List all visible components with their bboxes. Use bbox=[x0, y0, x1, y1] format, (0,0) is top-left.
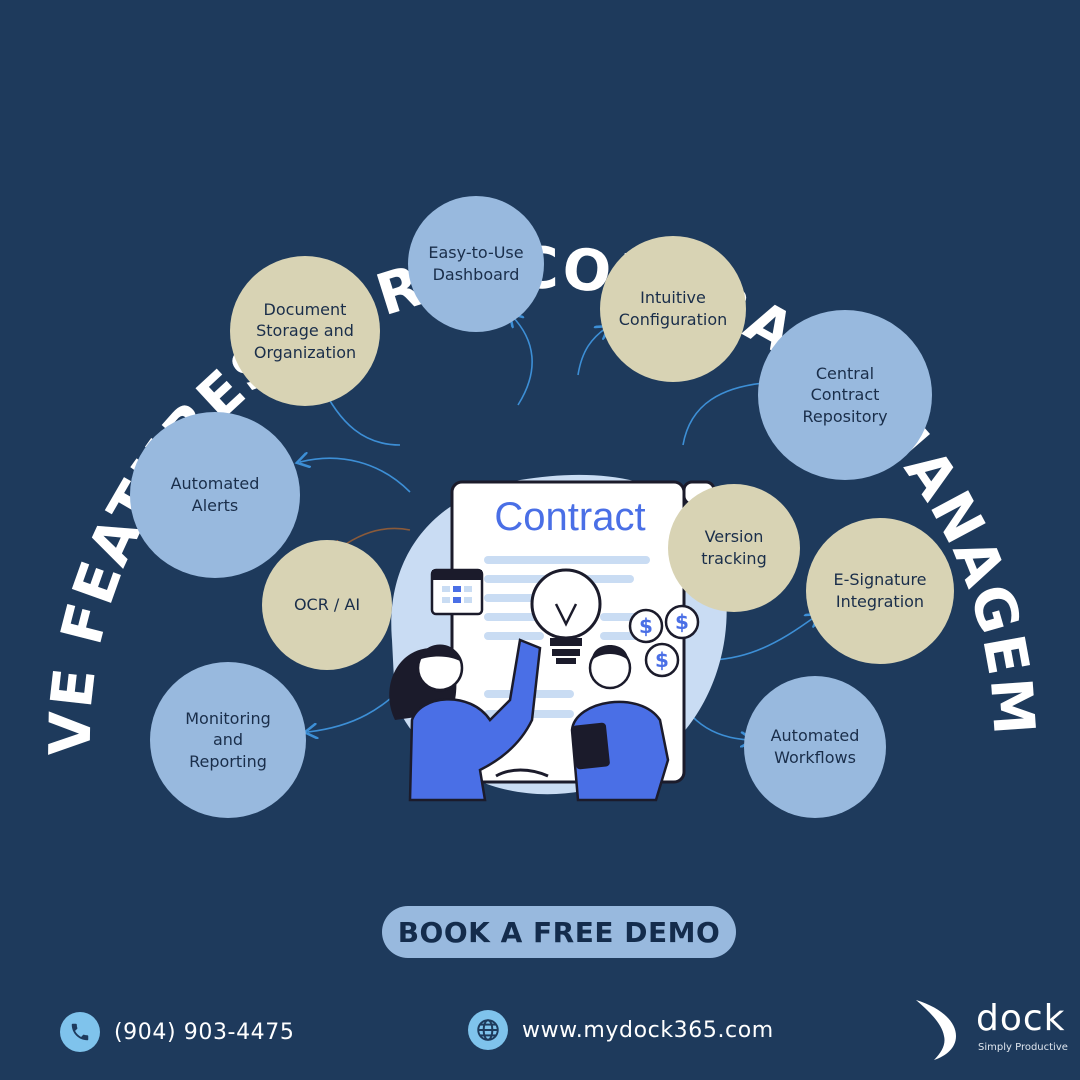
arrow-alerts bbox=[300, 458, 411, 493]
arrow-dashboard bbox=[512, 316, 533, 406]
feature-version-tracking: Version tracking bbox=[668, 484, 800, 612]
globe-icon bbox=[468, 1010, 508, 1050]
feature-label: Monitoring and Reporting bbox=[185, 708, 271, 771]
feature-label: OCR / AI bbox=[293, 595, 361, 615]
coin-icons: $ $ $ bbox=[628, 604, 700, 678]
feature-label: Intuitive Configuration bbox=[618, 288, 728, 329]
feature-label: E-Signature Integration bbox=[833, 570, 927, 611]
feature-label: Easy-to-Use Dashboard bbox=[428, 243, 524, 284]
lightbulb-icon bbox=[530, 568, 602, 664]
book-demo-label: BOOK A FREE DEMO bbox=[397, 915, 721, 949]
feature-label: Document Storage and Organization bbox=[253, 299, 357, 362]
svg-text:$: $ bbox=[655, 648, 669, 672]
phone-number: (904) 903-4475 bbox=[114, 1019, 295, 1045]
man-figure bbox=[570, 645, 670, 802]
brand-tagline: Simply Productive bbox=[978, 1042, 1068, 1053]
dock-logo-icon bbox=[916, 1000, 956, 1060]
feature-label: Version tracking bbox=[701, 527, 767, 568]
svg-text:$: $ bbox=[675, 610, 689, 634]
phone-icon bbox=[60, 1012, 100, 1052]
document-lines bbox=[484, 556, 650, 718]
feature-e-signature-integration: E-Signature Integration bbox=[806, 518, 954, 664]
document-title: Contract bbox=[494, 495, 645, 539]
handshake bbox=[495, 768, 549, 778]
calendar-icon bbox=[430, 568, 484, 616]
website-link[interactable]: www.mydock365.com bbox=[468, 1010, 774, 1050]
feature-label: Central Contract Repository bbox=[802, 363, 888, 426]
book-demo-button[interactable]: BOOK A FREE DEMO bbox=[382, 906, 736, 958]
dock-logo: dock Simply Productive bbox=[912, 996, 1072, 1062]
phone-contact[interactable]: (904) 903-4475 bbox=[60, 1012, 294, 1052]
feature-easy-to-use-dashboard: Easy-to-Use Dashboard bbox=[408, 196, 544, 332]
website-url: www.mydock365.com bbox=[522, 1017, 774, 1043]
feature-intuitive-configuration: Intuitive Configuration bbox=[600, 236, 746, 382]
tablet-icon bbox=[572, 722, 610, 770]
feature-label: Automated Alerts bbox=[170, 474, 260, 515]
feature-central-contract-repository: Central Contract Repository bbox=[758, 310, 932, 480]
svg-text:$: $ bbox=[639, 614, 653, 638]
feature-automated-alerts: Automated Alerts bbox=[130, 412, 300, 578]
woman-figure bbox=[389, 638, 542, 802]
feature-monitoring-and-reporting: Monitoring and Reporting bbox=[150, 662, 306, 818]
feature-ocr-ai: OCR / AI bbox=[262, 540, 392, 670]
feature-document-storage: Document Storage and Organization bbox=[230, 256, 380, 406]
brand-name: dock bbox=[976, 998, 1066, 1039]
feature-automated-workflows: Automated Workflows bbox=[744, 676, 886, 818]
feature-label: Automated Workflows bbox=[770, 726, 860, 767]
